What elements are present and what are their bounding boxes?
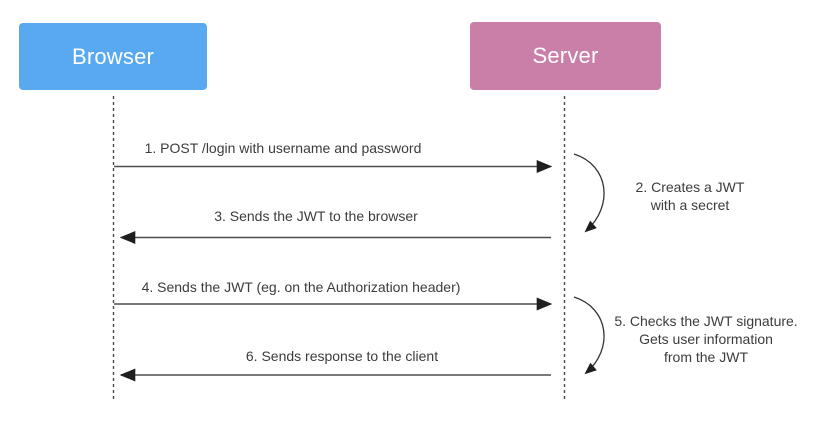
self-action-note-2: 2. Creates a JWT with a secret <box>580 178 800 214</box>
note-line: 2. Creates a JWT <box>635 179 745 195</box>
message-label-6: 6. Sends response to the client <box>245 348 439 364</box>
note-line: 5. Checks the JWT signature. <box>614 313 798 329</box>
note-line: Gets user information <box>639 331 773 347</box>
actor-box-browser: Browser <box>19 23 207 90</box>
message-label-3: 3. Sends the JWT to the browser <box>214 208 418 224</box>
self-action-note-5: 5. Checks the JWT signature. Gets user i… <box>586 312 825 366</box>
self-arrow-step-5 <box>573 296 605 375</box>
actor-box-server: Server <box>470 22 661 90</box>
self-arrow-step-2 <box>573 153 605 233</box>
note-line: with a secret <box>650 197 730 213</box>
message-label-1: 1. POST /login with username and passwor… <box>144 140 422 156</box>
note-line: from the JWT <box>663 349 748 365</box>
message-label-4: 4. Sends the JWT (eg. on the Authorizati… <box>141 279 461 295</box>
